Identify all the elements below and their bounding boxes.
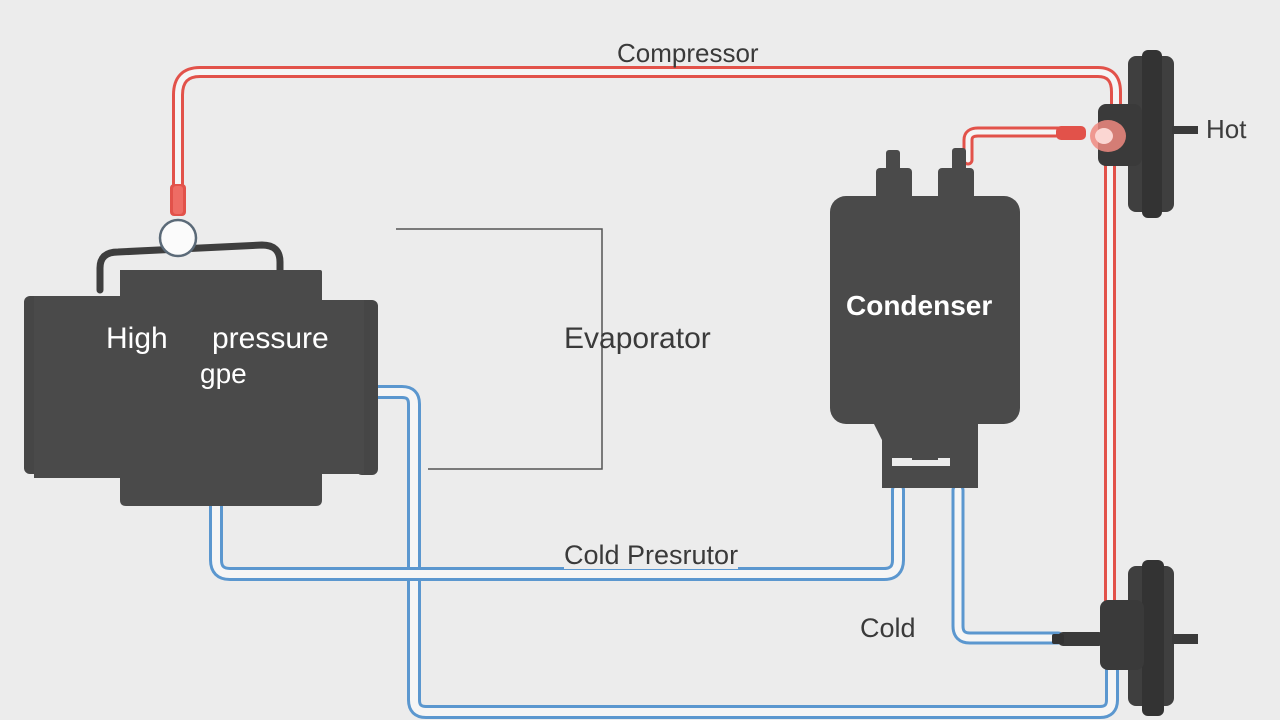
hot-valve <box>1056 50 1198 218</box>
cold-line-inner <box>209 483 905 581</box>
condenser-label: Condenser <box>846 290 993 321</box>
cold-label: Cold <box>860 613 916 643</box>
condenser-component <box>830 148 1020 488</box>
hot-line-top <box>172 66 1122 196</box>
hot-label: Hot <box>1206 114 1247 144</box>
cold-line-outer <box>371 385 1119 719</box>
compressor-label: Compressor <box>617 38 759 68</box>
high-label: High <box>106 322 168 355</box>
high-pressure-component <box>24 184 378 506</box>
evaporator-label: Evaporator <box>564 322 711 355</box>
pressure-label: pressure <box>212 322 329 355</box>
hot-line-condenser <box>962 126 1066 166</box>
cold-valve <box>1052 560 1198 716</box>
evaporator-bracket <box>396 228 603 470</box>
cold-line-condenser-to-valve <box>951 483 1065 645</box>
cold-pressure-label: Cold Presrutor <box>564 540 739 570</box>
gpe-label: gpe <box>200 358 247 389</box>
